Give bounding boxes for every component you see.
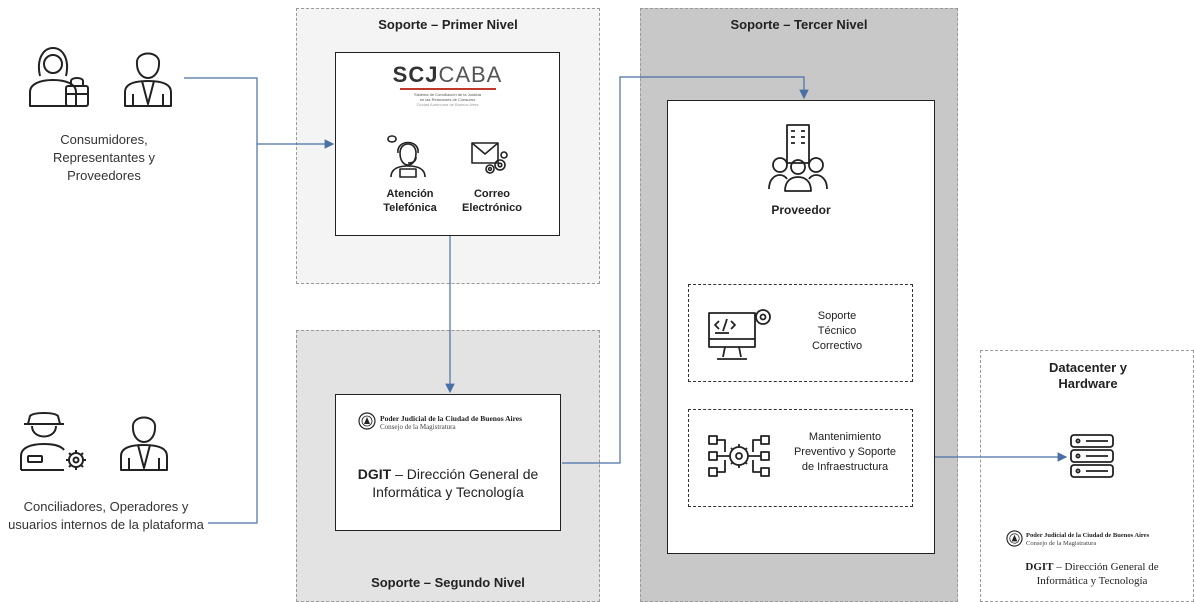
- woman-customer-icon: [29, 47, 89, 107]
- service-preventive-label: Mantenimiento Preventivo y Soporte de In…: [793, 431, 897, 473]
- scjcaba-logo-light: CABA: [438, 62, 503, 87]
- dgit-title: DGIT – Dirección General de Informática …: [340, 465, 556, 501]
- internal-actors-label: Conciliadores, Operadores y usuarios int…: [8, 499, 204, 532]
- datacenter-dgit-title: DGIT – Dirección General de Informática …: [1004, 560, 1180, 588]
- email-gears-icon: [471, 142, 508, 174]
- dgit-org-name: Poder Judicial de la Ciudad de Buenos Ai…: [380, 414, 523, 423]
- scjcaba-logo-strong: SCJ: [392, 62, 439, 87]
- service-corrective-box: Soporte Técnico Correctivo: [688, 284, 913, 382]
- zone-first-level-title: Soporte – Primer Nivel: [378, 17, 518, 32]
- connector-level2-to-level3: [562, 76, 809, 464]
- dgit-org-sub: Consejo de la Magistratura: [380, 423, 456, 431]
- scjcaba-box: SCJCABA Sistema de Conciliación de la Ju…: [335, 52, 560, 236]
- provider-team-building-icon: [768, 124, 828, 192]
- dgit-title-strong: DGIT: [357, 466, 392, 482]
- dgit-box: Poder Judicial de la Ciudad de Buenos Ai…: [335, 394, 561, 531]
- scjcaba-logo-subtitle-2: en las Relaciones de Consumo: [419, 97, 476, 102]
- server-rack-icon: [1070, 434, 1114, 478]
- provider-label: Proveedor: [771, 203, 831, 217]
- connector-internal-actors: [208, 144, 258, 524]
- man-customer-icon: [124, 52, 172, 107]
- scjcaba-logo-subtitle-1: Sistema de Conciliación de la Justicia: [414, 92, 481, 97]
- scjcaba-logo: SCJCABA Sistema de Conciliación de la Ju…: [336, 62, 559, 108]
- service-preventive-box: Mantenimiento Preventivo y Soporte de In…: [688, 409, 913, 507]
- datacenter-dgit-title-strong: DGIT: [1025, 561, 1054, 573]
- provider-box: Proveedor Soporte Técnico Correctivo: [667, 100, 935, 554]
- infrastructure-gear-network-icon: [708, 435, 770, 477]
- zone-datacenter-title: Datacenter y Hardware: [1048, 360, 1128, 391]
- poder-judicial-seal-icon: [358, 412, 376, 430]
- external-actors-label: Consumidores, Representantes y Proveedor…: [53, 132, 155, 183]
- zone-second-level-title: Soporte – Segundo Nivel: [371, 575, 525, 590]
- datacenter-org-sub: Consejo de la Magistratura: [1026, 540, 1097, 547]
- datacenter-seal-icon: [1006, 530, 1023, 547]
- datacenter-org-name: Poder Judicial de la Ciudad de Buenos Ai…: [1026, 532, 1150, 539]
- service-corrective-label: Soporte Técnico Correctivo: [811, 310, 863, 352]
- connector-external-actors: [184, 77, 258, 144]
- operator-icon: [20, 412, 86, 471]
- call-center-agent-icon: [387, 135, 426, 178]
- zone-third-level-title: Soporte – Tercer Nivel: [730, 17, 868, 32]
- man-internal-user-icon: [120, 416, 168, 471]
- datacenter-dgit-title-rest: – Dirección General de Informática y Tec…: [1036, 561, 1159, 587]
- phone-channel-label: Atención Telefónica: [383, 188, 437, 214]
- code-monitor-gear-icon: [708, 309, 771, 360]
- dgit-title-rest: – Dirección General de Informática y Tec…: [372, 466, 539, 500]
- scjcaba-logo-subtitle-3: Ciudad Autónoma de Buenos Aires: [416, 102, 479, 107]
- email-channel-label: Correo Electrónico: [462, 188, 522, 214]
